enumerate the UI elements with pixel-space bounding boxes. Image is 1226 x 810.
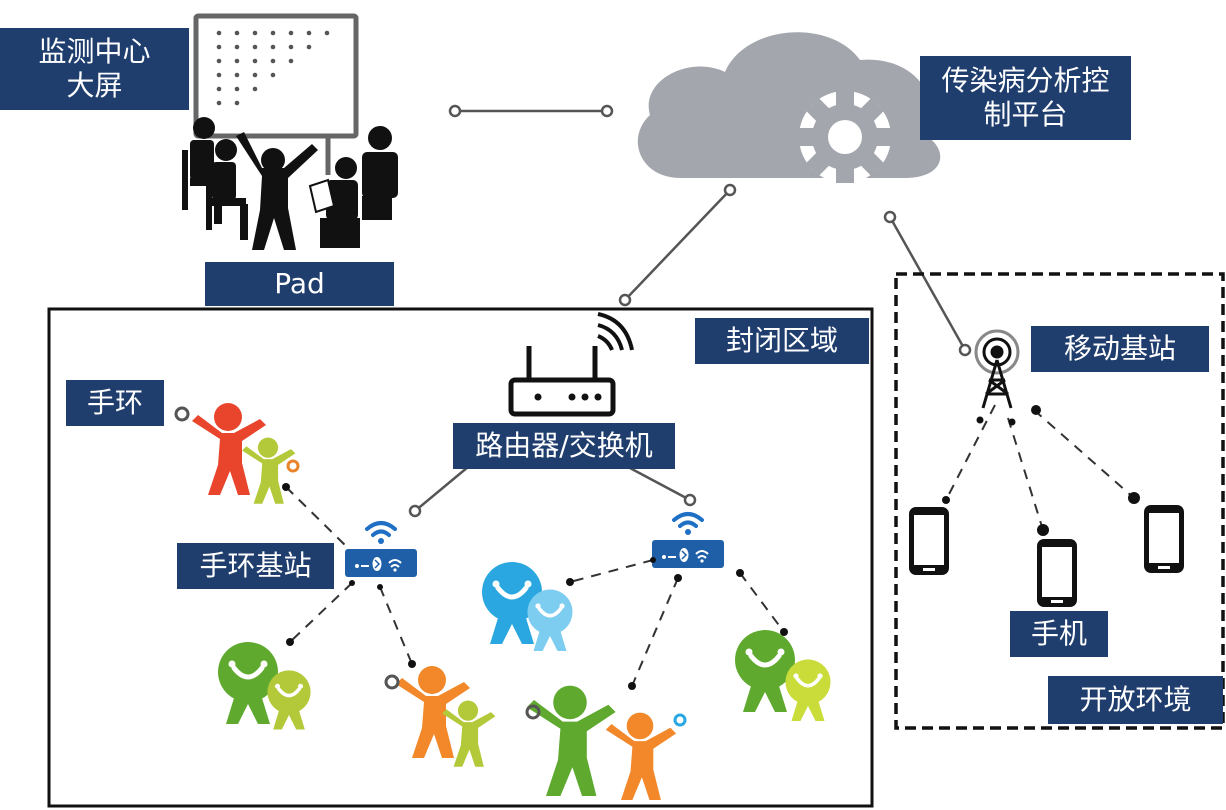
phone-icon (1037, 539, 1077, 607)
bracelet-base-icon (345, 523, 417, 577)
tower-icon (976, 331, 1018, 408)
platform-label: 传染病分析控制平台 (920, 56, 1131, 140)
person-figure-icon (527, 686, 685, 800)
monitor-center-label: 监测中心大屏 (0, 28, 189, 110)
closed-area-label: 封闭区域 (695, 318, 869, 364)
closed-area-border (49, 309, 872, 806)
person-figure-icon (176, 403, 298, 504)
phone-icon (1144, 505, 1184, 573)
mobile-base-label: 移动基站 (1031, 326, 1209, 372)
person-figure-icon (735, 630, 831, 721)
phone-label: 手机 (1010, 611, 1108, 657)
open-env-label: 开放环境 (1048, 676, 1223, 724)
pad-label: Pad (205, 262, 394, 306)
person-figure-icon (386, 666, 495, 767)
person-figure-icon (482, 562, 573, 651)
bracelet-label: 手环 (66, 380, 164, 426)
phone-icon (909, 507, 949, 575)
router-icon (511, 314, 632, 414)
cloud-gear-icon (638, 32, 941, 183)
bracelet-base-label: 手环基站 (177, 543, 334, 589)
bracelet-base-icon (652, 514, 724, 568)
router-label: 路由器/交换机 (453, 423, 675, 469)
person-figure-icon (218, 642, 311, 729)
